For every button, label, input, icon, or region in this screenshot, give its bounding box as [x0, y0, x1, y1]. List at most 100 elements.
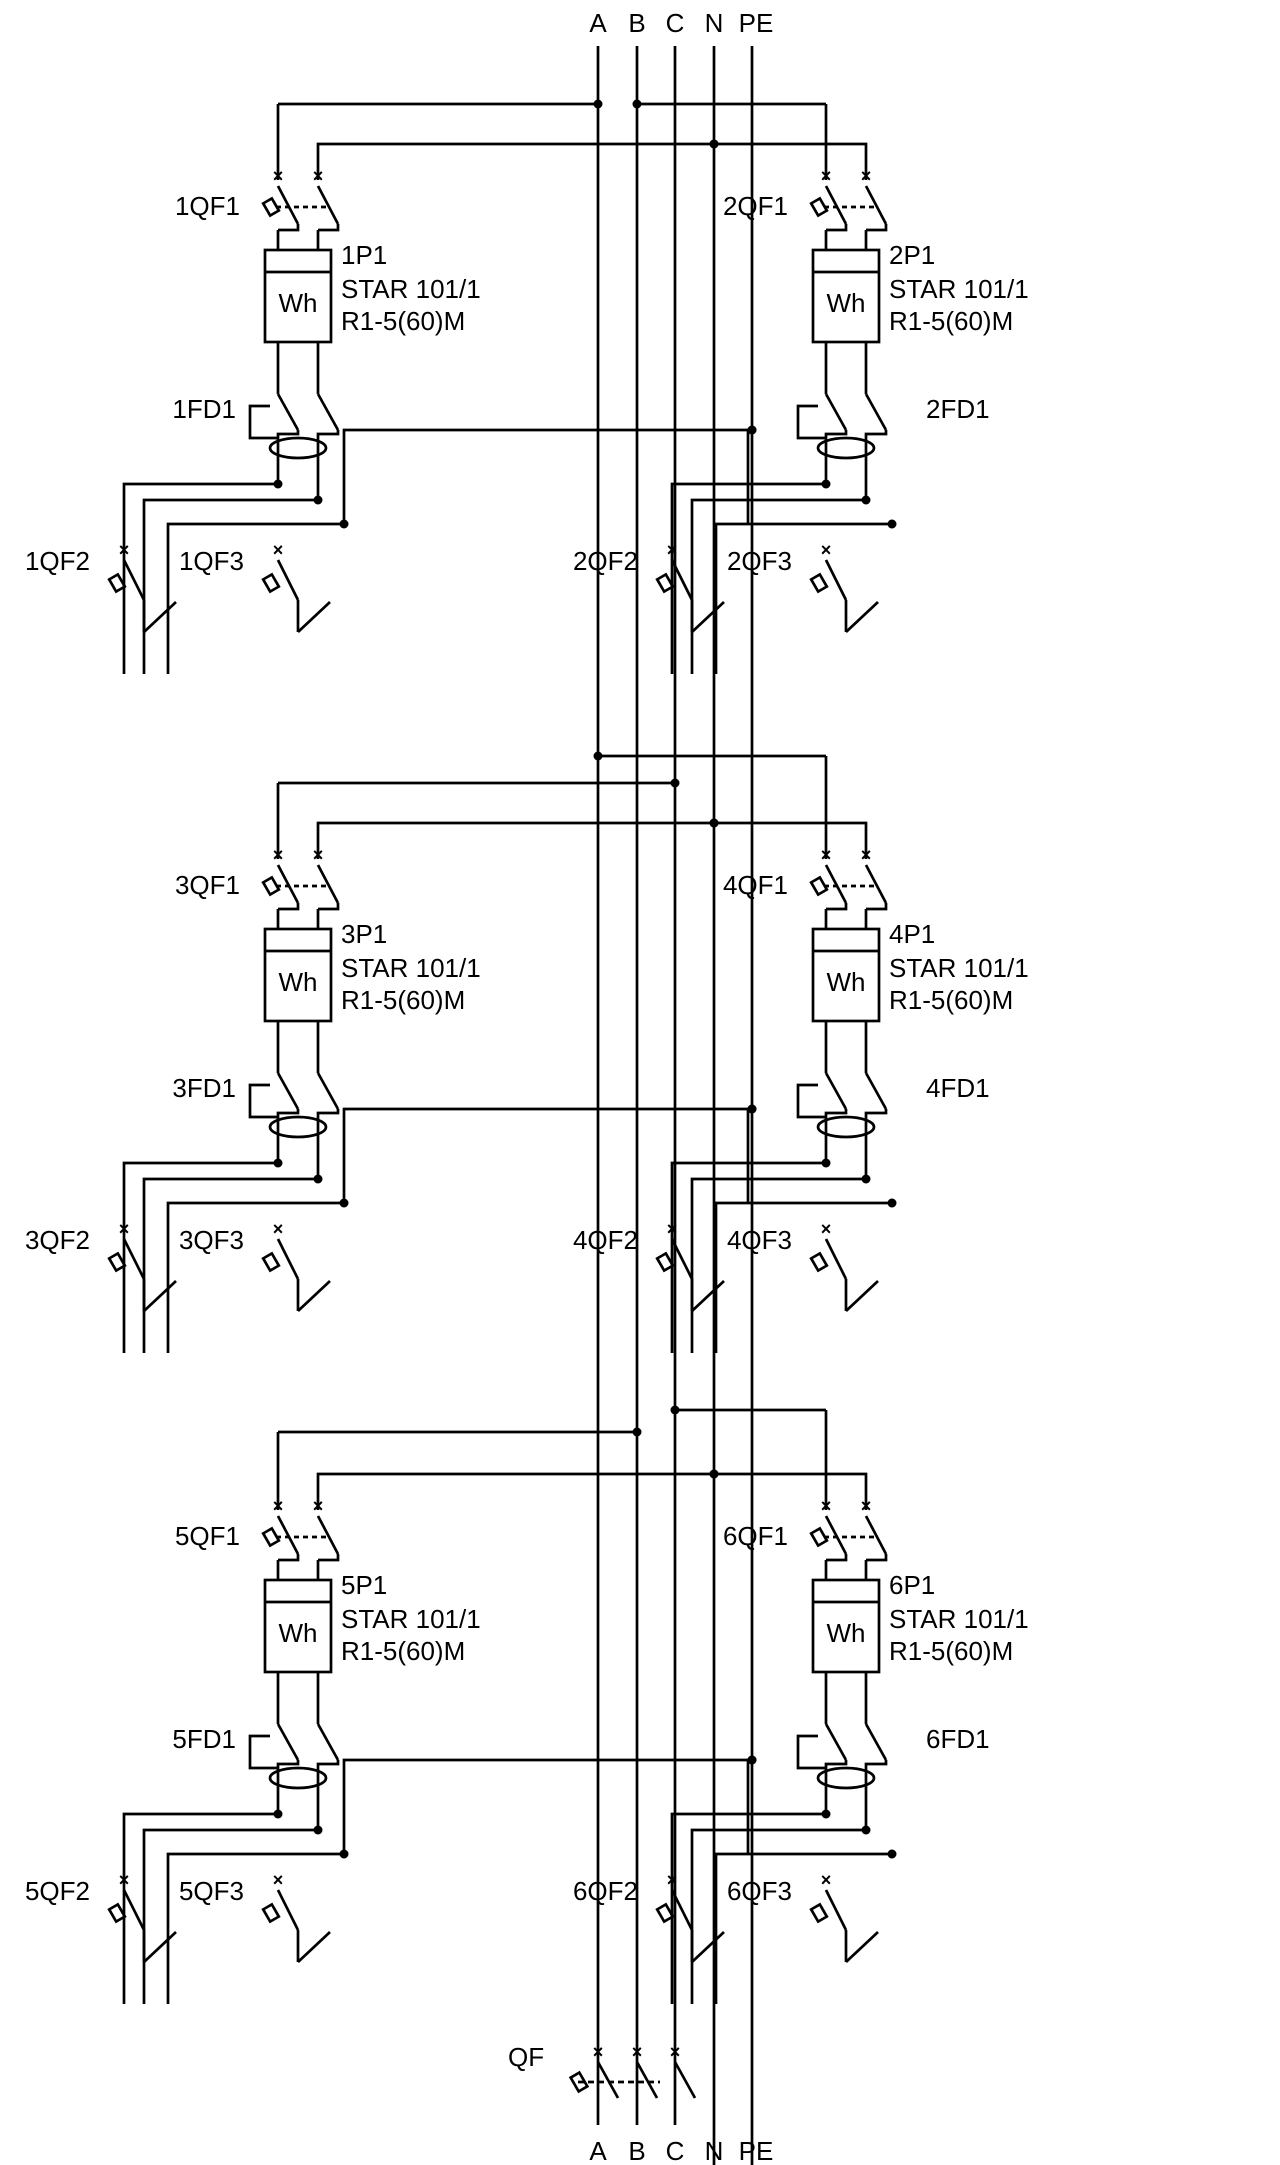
- meter-symbol: Wh: [827, 967, 866, 997]
- meter-model: STAR 101/1: [889, 274, 1029, 304]
- qf2-label: 1QF2: [25, 546, 90, 576]
- qf1-actuator: [261, 196, 281, 218]
- meter-box: [263, 927, 333, 1023]
- rcd-blade-r: [316, 1723, 340, 1761]
- qf2-blade: [670, 1889, 694, 1931]
- bus-label-top-b: B: [628, 8, 645, 38]
- junction-dot: [339, 1198, 349, 1208]
- dist-bar-3: [714, 1852, 892, 2004]
- junction-dot: [747, 425, 757, 435]
- dist-bar-3: [166, 1852, 344, 2004]
- qf3-cross: ×: [273, 1870, 284, 1890]
- meter-box: [811, 1578, 881, 1674]
- rcd-out-r: [864, 1760, 888, 1830]
- junction-dot: [339, 1849, 349, 1859]
- qf3-blade: [276, 559, 300, 601]
- bus-label-top-n: N: [705, 8, 724, 38]
- neutral-feed-wire: [714, 142, 868, 180]
- rcd-label: 2FD1: [926, 394, 990, 424]
- junction-dot: [861, 1174, 871, 1184]
- qf2-label: 4QF2: [573, 1225, 638, 1255]
- qf3-cross: ×: [821, 540, 832, 560]
- qf3-actuator: [261, 1251, 281, 1273]
- bus-label-bottom-a: A: [589, 2136, 607, 2165]
- qf3-actuator: [809, 1251, 829, 1273]
- qf1-out-r: [318, 903, 340, 911]
- qf3-cross: ×: [821, 1870, 832, 1890]
- bus-label-top-a: A: [589, 8, 607, 38]
- main-breaker-blade-b: [635, 2061, 659, 2099]
- rcd-blade-r: [864, 1072, 888, 1110]
- neutral-feed-wire: [316, 142, 714, 180]
- junction-dot: [821, 1809, 831, 1819]
- qf2-return: [143, 1280, 177, 1312]
- qf2-blade: [122, 1889, 146, 1931]
- junction-dot: [821, 1158, 831, 1168]
- neutral-feed-wire: [714, 1472, 868, 1510]
- rcd-label: 1FD1: [172, 394, 236, 424]
- qf1-blade-l: [824, 864, 848, 904]
- rcd-test-loop: [248, 1083, 278, 1119]
- qf2-label: 6QF2: [573, 1876, 638, 1906]
- qf1-actuator: [809, 1526, 829, 1548]
- qf1-cross-l: ×: [821, 845, 832, 865]
- qf2-blade: [670, 1238, 694, 1280]
- qf1-actuator: [261, 1526, 281, 1548]
- junction-dot: [887, 519, 897, 529]
- qf1-cross-r: ×: [861, 1496, 872, 1516]
- qf1-blade-l: [824, 1515, 848, 1555]
- meter-id: 3P1: [341, 919, 387, 949]
- rcd-test-loop: [796, 1734, 826, 1770]
- meter-symbol: Wh: [827, 1618, 866, 1648]
- dist-bar-1: [122, 1161, 278, 1353]
- qf3-return: [845, 601, 879, 633]
- qf2-cross: ×: [667, 540, 678, 560]
- rcd-toroid: [816, 1766, 876, 1790]
- junction-dot: [632, 1427, 642, 1437]
- dist-bar-1: [122, 1812, 278, 2004]
- rcd-test-loop: [796, 1083, 826, 1119]
- qf1-actuator: [809, 196, 829, 218]
- qf1-cross-l: ×: [273, 845, 284, 865]
- qf2-actuator: [655, 1251, 675, 1273]
- qf1-out-r: [866, 903, 888, 911]
- pe-wire: [342, 1758, 752, 1854]
- qf1-blade-l: [276, 185, 300, 225]
- bus-label-bottom-c: C: [666, 2136, 685, 2165]
- qf3-label: 4QF3: [727, 1225, 792, 1255]
- rcd-blade-r: [864, 393, 888, 431]
- main-breaker-actuator: [568, 2070, 590, 2094]
- dist-bar-1: [670, 482, 826, 674]
- qf3-label: 2QF3: [727, 546, 792, 576]
- qf2-actuator: [655, 1902, 675, 1924]
- qf2-cross: ×: [119, 1219, 130, 1239]
- meter-id: 1P1: [341, 240, 387, 270]
- dist-bar-1: [670, 1161, 826, 1353]
- rcd-label: 6FD1: [926, 1724, 990, 1754]
- rcd-blade-l: [276, 1723, 300, 1761]
- neutral-feed-wire: [714, 821, 868, 859]
- qf1-out-l: [278, 224, 300, 232]
- qf3-cross: ×: [821, 1219, 832, 1239]
- qf3-actuator: [261, 572, 281, 594]
- main-breaker: QF × × ×: [508, 2042, 697, 2099]
- qf1-label: 2QF1: [723, 191, 788, 221]
- meter-symbol: Wh: [279, 967, 318, 997]
- meter-rating: R1-5(60)M: [889, 306, 1013, 336]
- junction-dot: [709, 818, 719, 828]
- qf1-cross-r: ×: [313, 166, 324, 186]
- qf2-actuator: [107, 1902, 127, 1924]
- meter-symbol: Wh: [279, 288, 318, 318]
- qf1-blade-r: [864, 185, 888, 225]
- qf1-blade-l: [276, 864, 300, 904]
- junction-dot: [313, 495, 323, 505]
- qf2-cross: ×: [667, 1870, 678, 1890]
- qf1-out-r: [866, 1554, 888, 1562]
- bus-label-top-pe: PE: [739, 8, 774, 38]
- qf2-return: [691, 601, 725, 633]
